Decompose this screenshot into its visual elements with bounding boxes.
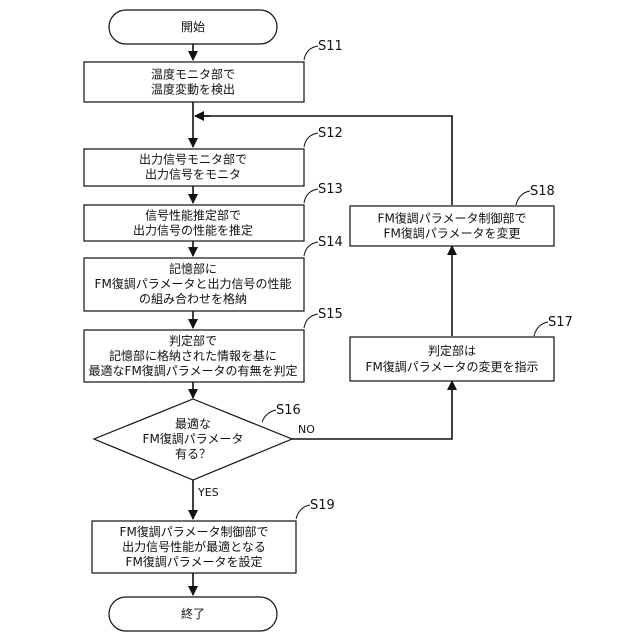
leader-s12 [304,133,318,147]
label-line: 有る？ [175,447,211,461]
edge-s16-s17-no [292,381,452,439]
label-line: 出力信号をモニタ [145,168,241,182]
tag-leaders [262,46,548,519]
leader-s18 [516,191,530,205]
label-line: 信号性能推定部で [145,208,241,223]
label-line: 開始 [181,20,205,34]
leader-s13 [304,189,318,203]
branch-label-no: NO [298,423,315,436]
step-s19-label: FM復調パラメータ制御部で出力信号性能が最適となるFM復調パラメータを設定 [120,524,269,569]
label-line: 判定部で [169,333,217,348]
step-tag-s15: S15 [318,307,343,322]
label-line: の組み合わせを格納 [139,291,247,306]
leader-s16 [262,410,276,422]
node-labels: 開始 温度モニタ部で温度変動を検出 出力信号モニタ部で出力信号をモニタ 信号性能… [89,20,539,621]
step-tag-s18: S18 [530,184,555,199]
label-line: FM復調パラメータを変更 [384,226,521,241]
label-line: 最適なFM復調パラメータの有無を判定 [89,363,298,378]
branch-label-yes: YES [197,486,219,499]
label-line: 温度変動を検出 [151,82,235,97]
label-line: 記憶部に [169,261,217,276]
label-line: FM復調パラメータを設定 [126,554,263,569]
leader-s11 [304,46,318,60]
label-line: FM復調パラメータ [143,431,244,446]
step-tag-s17: S17 [548,315,573,330]
step-tag-s14: S14 [318,235,343,250]
label-line: FM復調パラメータの変更を指示 [366,359,539,374]
leader-s14 [304,242,318,256]
label-line: 出力信号の性能を推定 [133,223,253,238]
label-line: 記憶部に格納された情報を基に [109,348,277,363]
step-tag-s11: S11 [318,39,343,54]
label-line: 出力信号モニタ部で [139,152,247,167]
start-label: 開始 [181,20,205,34]
leader-s17 [534,322,548,336]
label-line: FM復調パラメータ制御部で [120,524,269,539]
leader-s15 [304,314,318,328]
step-tag-s19: S19 [310,498,335,513]
step-tag-s16: S16 [276,403,301,418]
label-line: 温度モニタ部で [151,67,235,82]
end-label: 終了 [181,606,205,621]
label-line: FM復調パラメータ制御部で [378,211,527,226]
label-line: 最適な [175,416,211,431]
label-line: 判定部は [428,343,476,358]
label-line: 終了 [181,606,205,621]
step-tag-s13: S13 [318,182,343,197]
label-line: 出力信号性能が最適となる [122,539,266,554]
step-tag-s12: S12 [318,126,343,141]
label-line: FM復調パラメータと出力信号の性能 [95,276,292,291]
step-tags: S11 S12 S13 S14 S15 S16 S17 S18 S19 [276,39,573,513]
leader-s19 [296,505,310,519]
